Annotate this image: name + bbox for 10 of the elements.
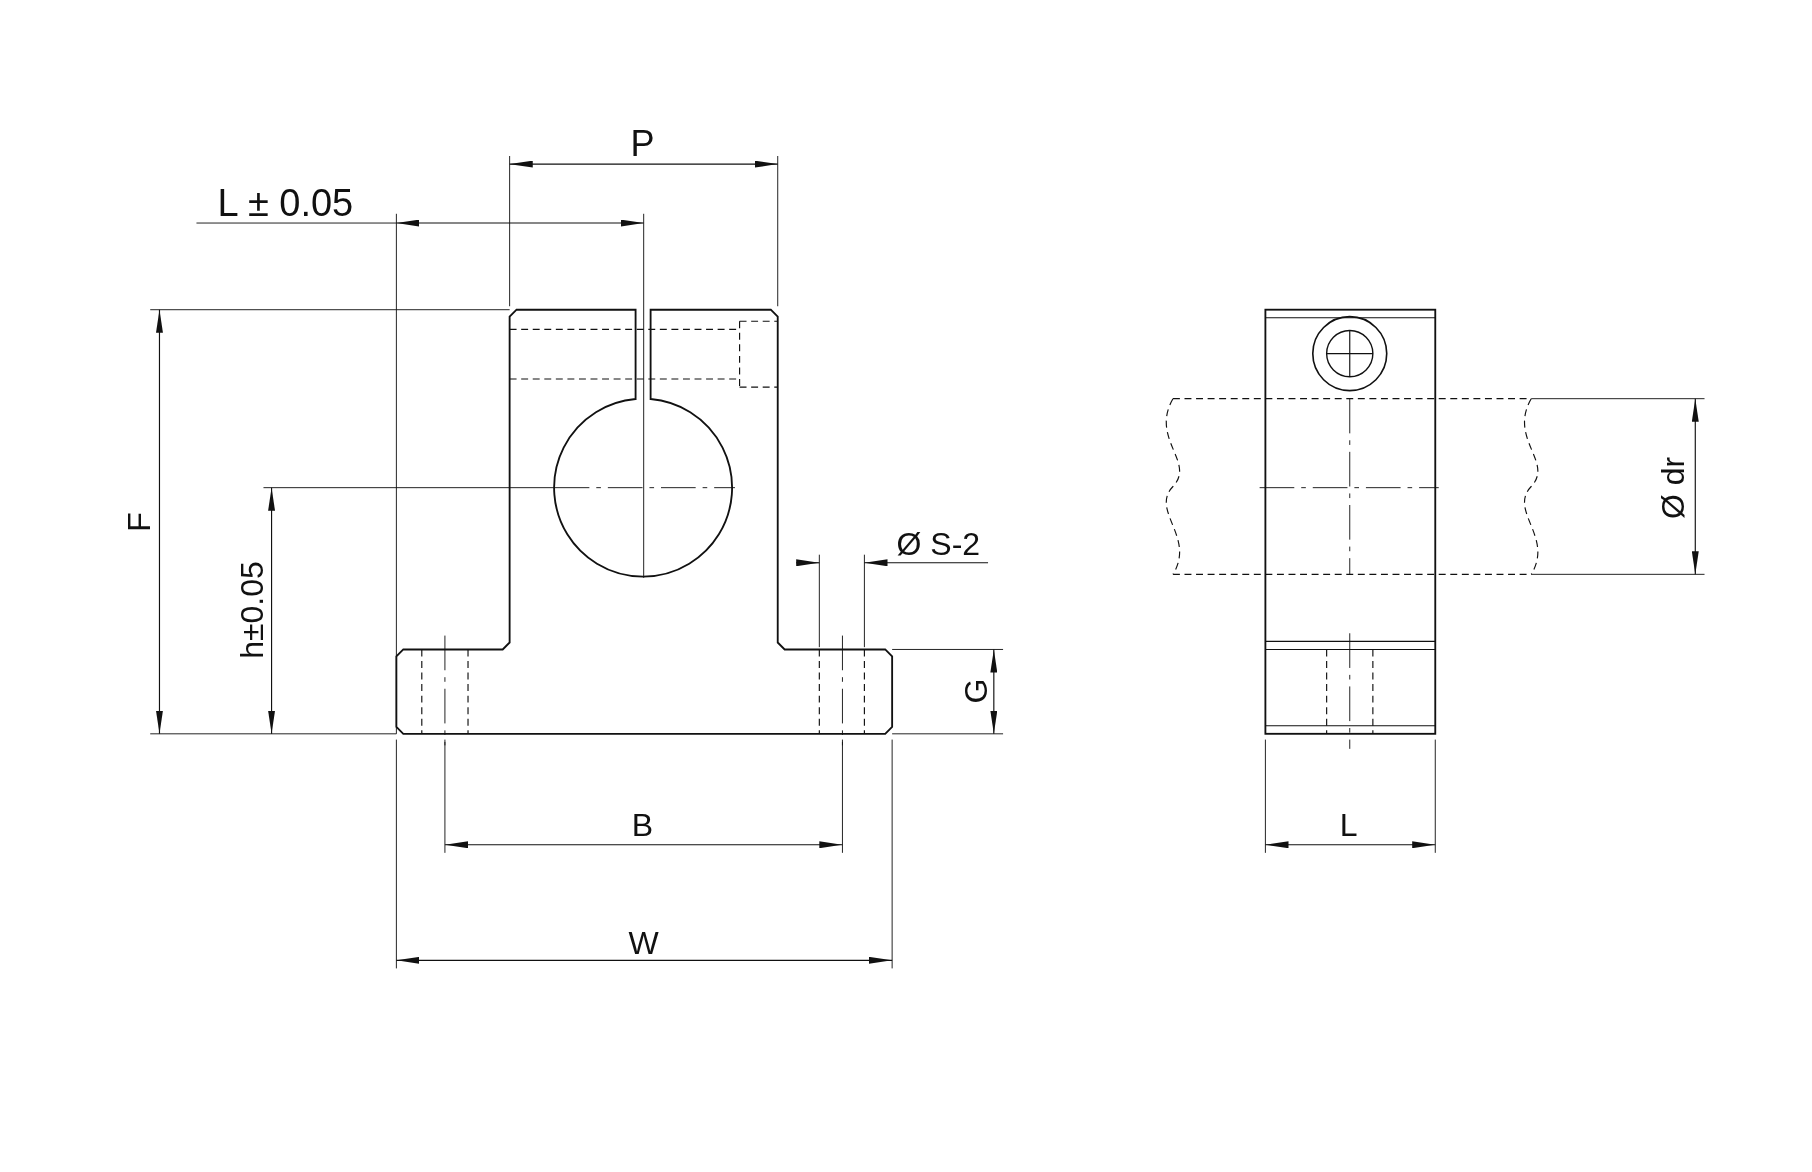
- dimension-label: h±0.05: [235, 561, 268, 659]
- dimension-label: G: [960, 678, 993, 704]
- dimension-label: B: [631, 809, 654, 842]
- dimension-label: W: [628, 926, 659, 959]
- dimension-label: Ø S-2: [896, 528, 981, 561]
- dimension-label: L ± 0.05: [217, 184, 354, 223]
- dimension-label: F: [122, 512, 155, 533]
- dimension-label: Ø dr: [1657, 456, 1690, 519]
- dimension-label: L: [1339, 809, 1358, 842]
- dimension-label: P: [630, 126, 655, 163]
